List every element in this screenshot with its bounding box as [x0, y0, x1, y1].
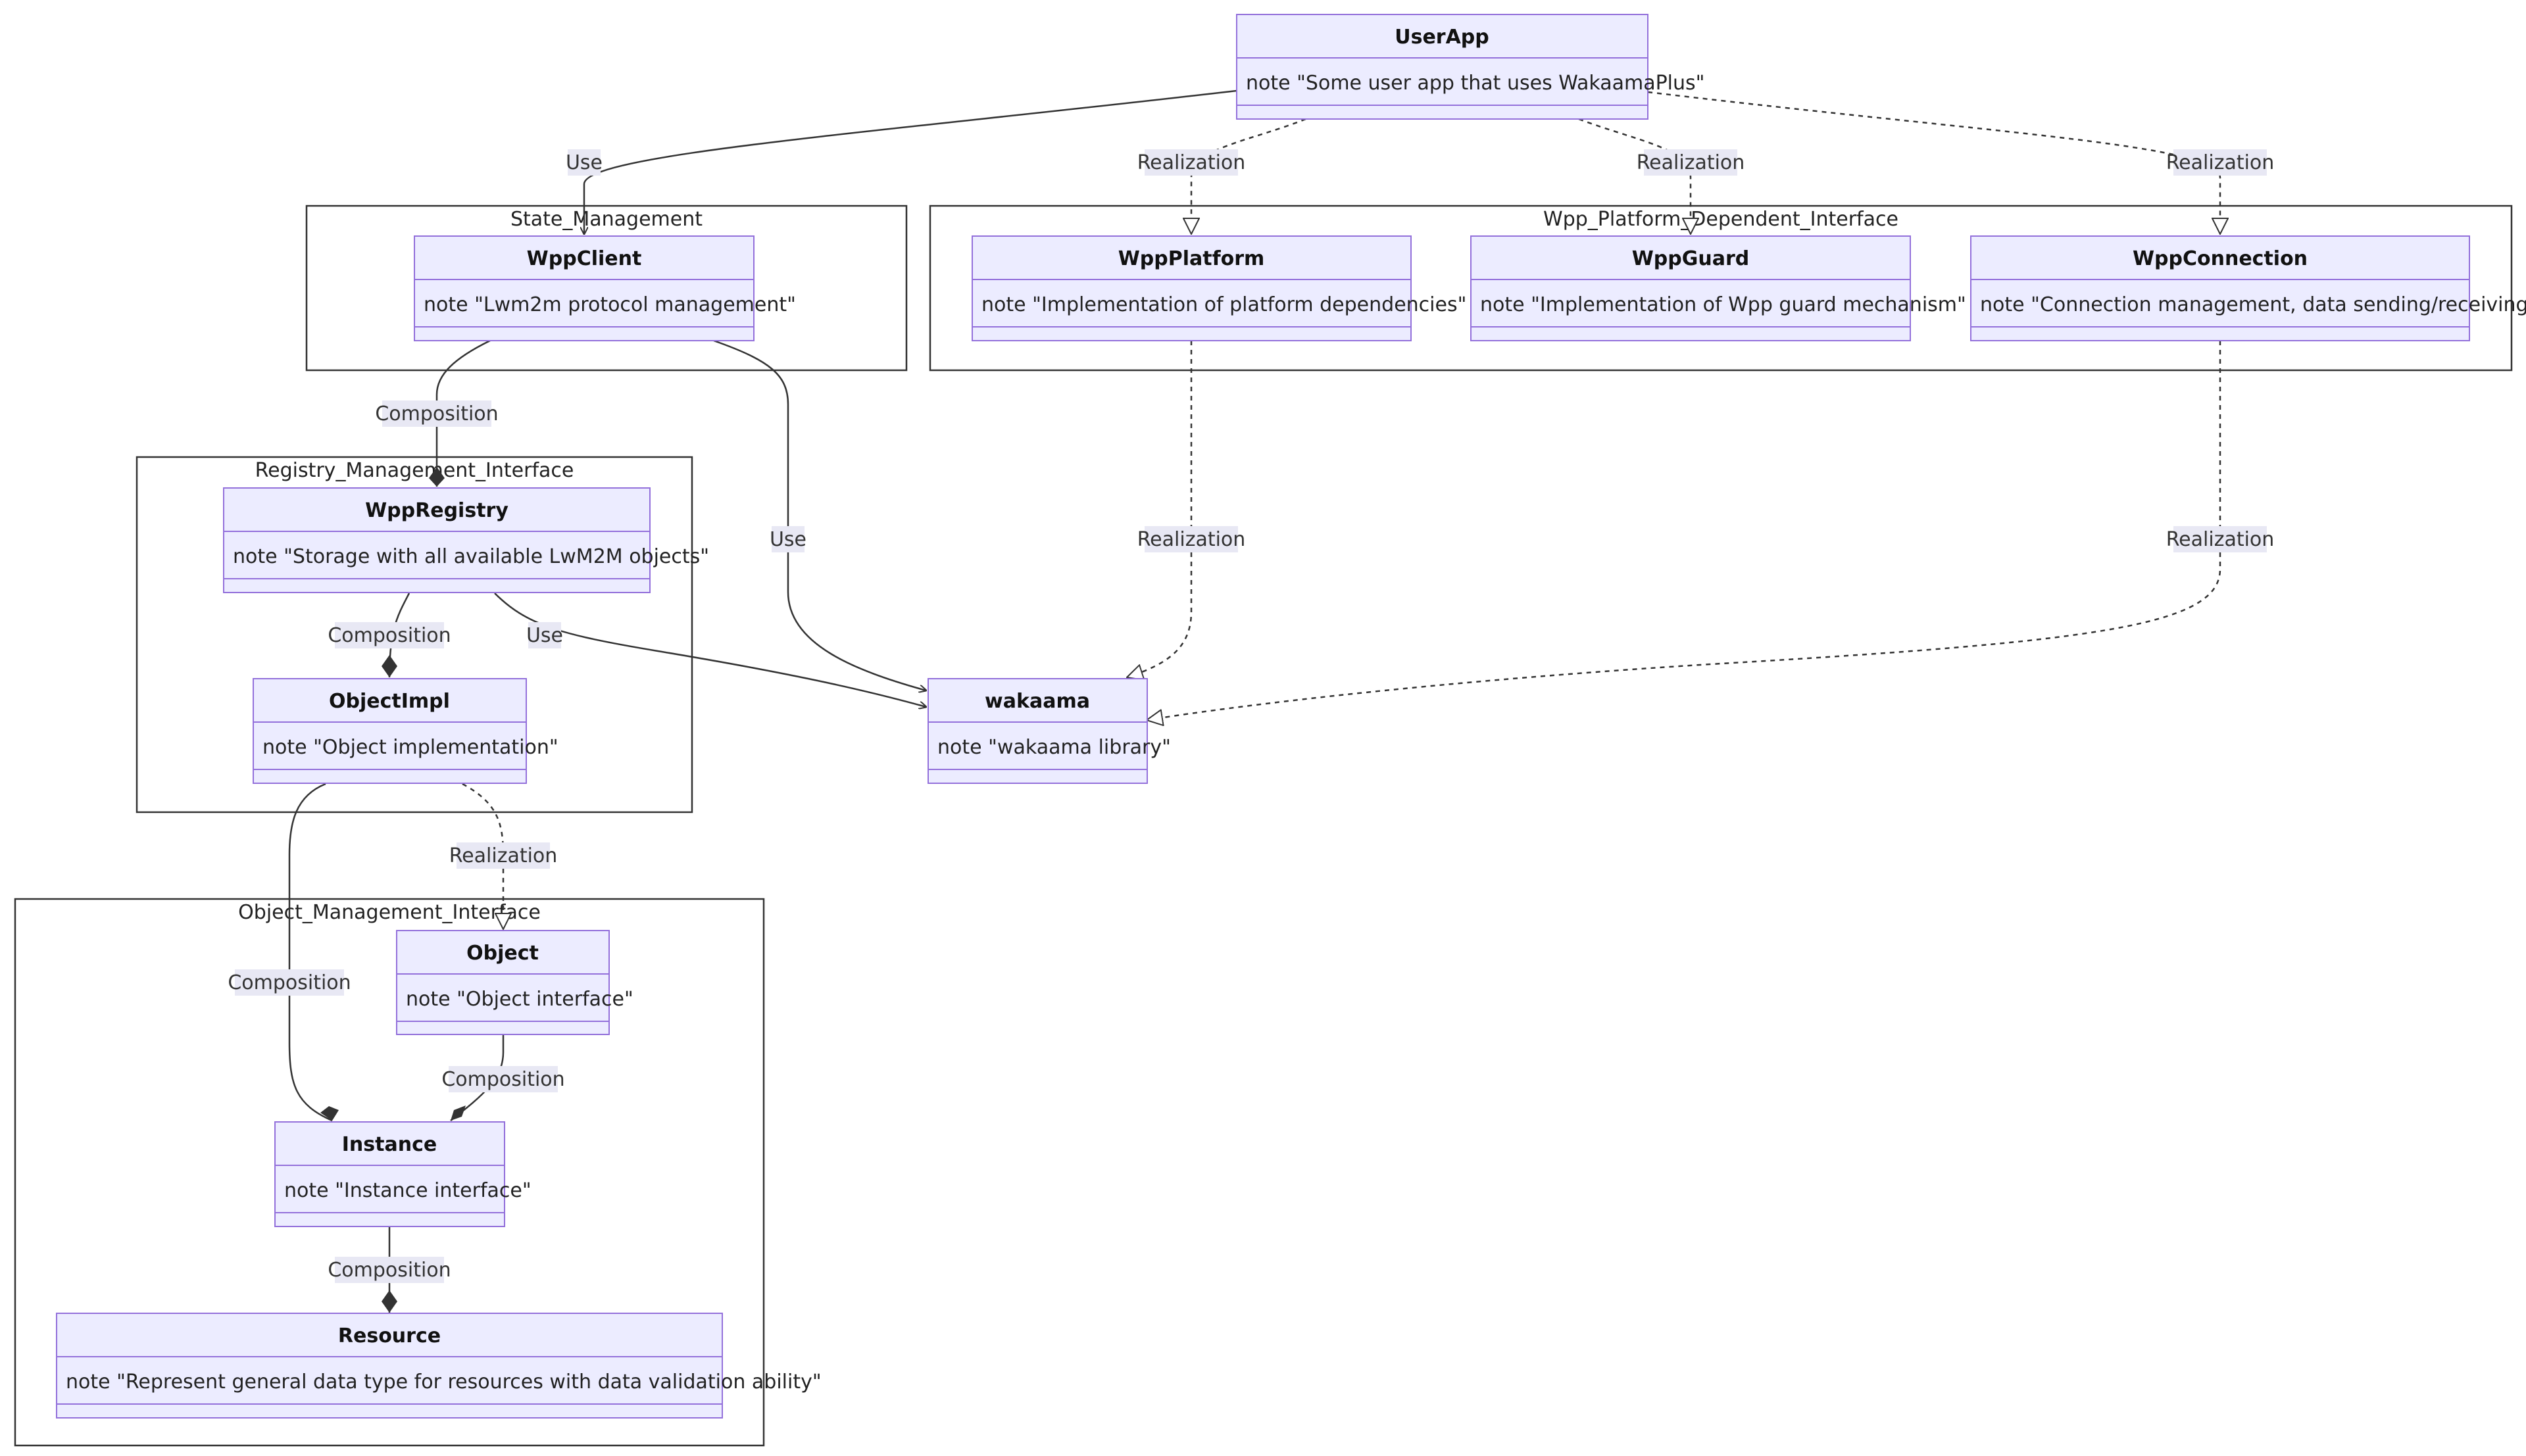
class-note: note "Connection management, data sendin…	[1980, 293, 2526, 316]
class-name: Instance	[342, 1133, 437, 1156]
svg-text:Realization: Realization	[2166, 151, 2275, 174]
class-wppplatform[interactable]: WppPlatform note "Implementation of plat…	[972, 235, 1466, 341]
group-state-management: State_Management	[305, 205, 908, 372]
edge-label-wppregistry-wakaama: Use	[526, 622, 563, 648]
class-name: wakaama	[985, 690, 1090, 713]
edge-label-object-instance: Composition	[441, 1066, 565, 1092]
svg-text:Composition: Composition	[328, 1259, 451, 1282]
class-wppconnection[interactable]: WppConnection note "Connection managemen…	[1970, 235, 2526, 341]
class-note: note "Instance interface"	[284, 1179, 532, 1202]
edge-userapp-wppguard	[1578, 118, 1691, 234]
edge-wppclient-wppregistry	[435, 339, 491, 487]
svg-text:Realization: Realization	[2166, 528, 2275, 551]
edge-objectimpl-instance	[288, 783, 333, 1122]
class-note: note "Implementation of Wpp guard mechan…	[1480, 293, 1966, 316]
class-wakaama[interactable]: wakaama note "wakaama library"	[928, 678, 1171, 784]
edge-label-objectimpl-object: Realization	[449, 842, 558, 869]
edge-label-wppregistry-objectimpl: Composition	[328, 622, 451, 648]
svg-text:Use: Use	[526, 624, 563, 647]
edge-label-userapp-wppguard: Realization	[1637, 149, 1745, 176]
class-note: note "Some user app that uses WakaamaPlu…	[1246, 72, 1704, 95]
svg-text:Realization: Realization	[1137, 528, 1246, 551]
svg-text:Composition: Composition	[375, 402, 498, 425]
class-wppregistry[interactable]: WppRegistry note "Storage with all avail…	[223, 487, 709, 593]
class-instance[interactable]: Instance note "Instance interface"	[274, 1121, 532, 1227]
svg-text:Composition: Composition	[328, 624, 451, 647]
class-name: WppRegistry	[365, 499, 508, 522]
class-note: note "Object implementation"	[262, 736, 558, 759]
class-note: note "Lwm2m protocol management"	[424, 293, 796, 316]
edge-label-objectimpl-instance: Composition	[228, 969, 351, 996]
diamond-icon	[382, 1290, 397, 1313]
class-resource[interactable]: Resource note "Represent general data ty…	[56, 1313, 822, 1419]
edge-userapp-wppplatform	[1191, 118, 1306, 234]
class-name: WppPlatform	[1118, 247, 1265, 270]
diamond-icon	[429, 467, 445, 487]
group-title-object-management-interface: Object_Management_Interface	[238, 901, 541, 924]
diamond-icon	[451, 1105, 466, 1121]
class-name: WppConnection	[2133, 247, 2308, 270]
edge-wppregistry-wakaama	[494, 593, 926, 707]
svg-text:Realization: Realization	[449, 844, 558, 867]
edge-label-wppplatform-wakaama: Realization	[1137, 526, 1246, 552]
class-note: note "Represent general data type for re…	[66, 1371, 822, 1394]
class-name: UserApp	[1395, 26, 1489, 49]
class-note: note "Object interface"	[406, 988, 633, 1011]
composition-markers	[320, 467, 466, 1313]
class-note: note "wakaama library"	[937, 736, 1171, 759]
class-userapp[interactable]: UserApp note "Some user app that uses Wa…	[1236, 14, 1704, 120]
edge-label-wppclient-wppregistry: Composition	[375, 400, 499, 427]
class-name: WppGuard	[1632, 247, 1750, 270]
group-platform-dependent-interface: Wpp_Platform_Dependent_Interface	[929, 205, 2513, 372]
edge-wppclient-wakaama	[713, 339, 926, 691]
group-title-platform-dependent-interface: Wpp_Platform_Dependent_Interface	[1543, 208, 1898, 231]
svg-text:Composition: Composition	[441, 1068, 564, 1091]
group-title-registry-management-interface: Registry_Management_Interface	[255, 459, 574, 482]
class-wppclient[interactable]: WppClient note "Lwm2m protocol managemen…	[414, 235, 796, 341]
diamond-icon	[320, 1106, 339, 1121]
edge-wppplatform-wakaama	[1127, 341, 1193, 677]
edge-label-userapp-wppconnection: Realization	[2166, 149, 2275, 176]
edge-label-wppclient-wakaama: Use	[770, 526, 806, 552]
edge-label-userapp-wppclient: Use	[566, 149, 603, 176]
class-objectimpl[interactable]: ObjectImpl note "Object implementation"	[253, 678, 558, 784]
class-wppguard[interactable]: WppGuard note "Implementation of Wpp gua…	[1470, 235, 1966, 341]
diamond-icon	[382, 655, 397, 677]
svg-text:Use: Use	[770, 528, 806, 551]
group-title-state-management: State_Management	[510, 208, 703, 231]
group-registry-management-interface: Registry_Management_Interface	[136, 456, 693, 813]
class-note: note "Implementation of platform depende…	[981, 293, 1466, 316]
class-name: Object	[466, 942, 539, 965]
svg-text:Composition: Composition	[228, 971, 351, 994]
class-name: ObjectImpl	[329, 690, 450, 713]
class-note: note "Storage with all available LwM2M o…	[233, 545, 709, 568]
class-object[interactable]: Object note "Object interface"	[396, 930, 633, 1035]
svg-text:Realization: Realization	[1137, 151, 1246, 174]
class-name: WppClient	[527, 247, 642, 270]
edge-label-userapp-wppplatform: Realization	[1137, 149, 1246, 176]
svg-text:Use: Use	[566, 151, 603, 174]
edge-labels: Use Realization Realization Realization …	[228, 149, 2274, 1283]
edge-wppconnection-wakaama	[1147, 341, 2221, 720]
edge-label-wppconnection-wakaama: Realization	[2166, 526, 2275, 552]
svg-text:Realization: Realization	[1637, 151, 1745, 174]
class-name: Resource	[338, 1324, 441, 1347]
edge-label-instance-resource: Composition	[328, 1257, 451, 1283]
